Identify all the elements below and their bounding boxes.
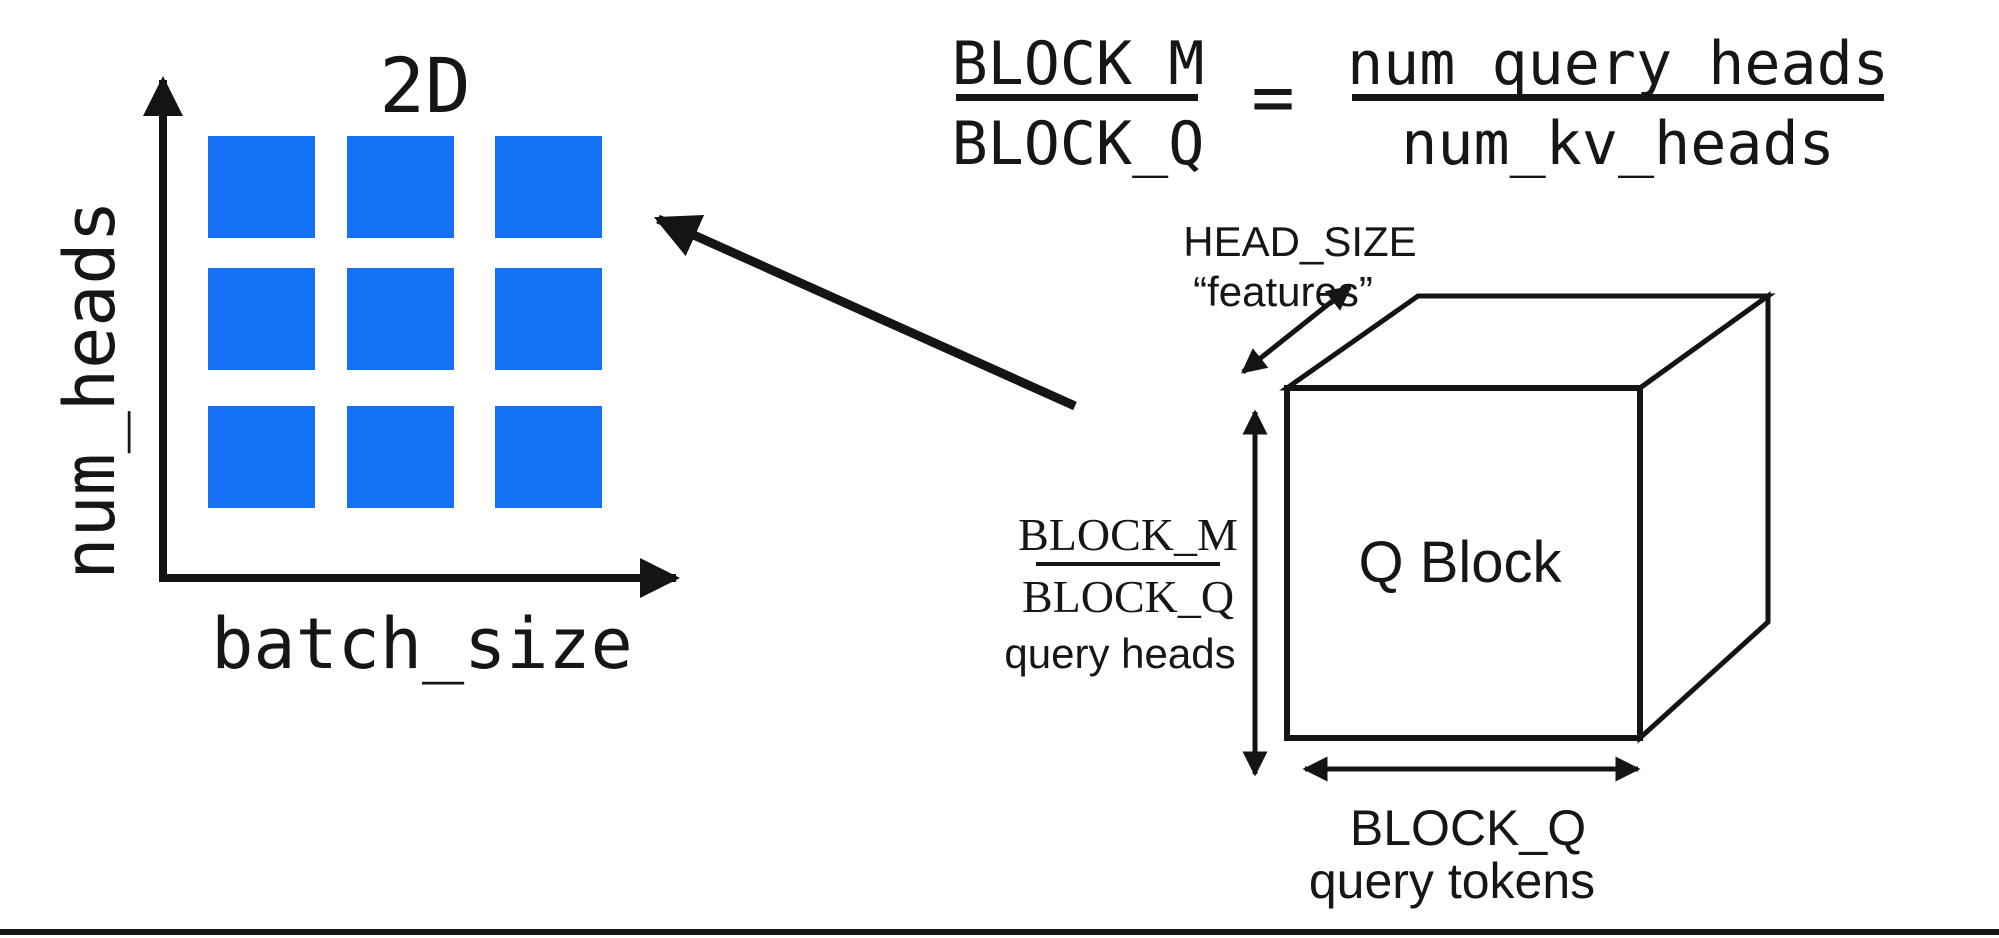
grid-square — [495, 406, 602, 508]
equation-rhs-fraction-bar — [1352, 94, 1884, 101]
width-dimension-name: BLOCK_Q — [1350, 800, 1586, 856]
cube-face-label: Q Block — [1358, 530, 1562, 595]
height-dimension-fraction-bar — [1036, 562, 1220, 566]
q-block-cube: Q Block HEAD_SIZE “features” BLOCK_M BLO… — [1004, 218, 1776, 909]
equation-lhs-numerator: BLOCK_M — [952, 29, 1205, 99]
grid-square — [208, 268, 315, 370]
equation-lhs-fraction-bar — [956, 94, 1198, 101]
equation-equals-sign: = — [1251, 55, 1294, 139]
grid-square — [208, 136, 315, 238]
grid-square — [495, 268, 602, 370]
block-ratio-equation: BLOCK_M BLOCK_Q = num_query_heads num_kv… — [952, 29, 1889, 179]
cube-front-face — [1284, 385, 1643, 741]
grid-square — [347, 136, 454, 238]
x-axis-label: batch_size — [211, 603, 632, 685]
launch-grid-chart: 2D num_heads batch_size — [49, 41, 680, 685]
grid-square — [208, 406, 315, 508]
height-dimension-numerator: BLOCK_M — [1018, 509, 1238, 560]
depth-dimension-arrow — [1241, 285, 1352, 374]
grid-square — [347, 268, 454, 370]
equation-lhs-denominator: BLOCK_Q — [952, 109, 1205, 179]
depth-dimension-name: HEAD_SIZE — [1183, 218, 1416, 265]
height-dimension-denominator: BLOCK_Q — [1022, 571, 1234, 622]
height-dimension-unit: query heads — [1004, 630, 1235, 677]
grid-squares — [208, 136, 602, 508]
depth-dimension-alias: “features” — [1193, 268, 1373, 315]
chart-title: 2D — [379, 41, 471, 130]
equation-rhs-numerator: num_query_heads — [1347, 29, 1889, 99]
cube-to-grid-arrow — [653, 214, 1077, 411]
equation-rhs-denominator: num_kv_heads — [1401, 109, 1834, 179]
y-axis-label: num_heads — [49, 200, 131, 579]
grid-square — [495, 136, 602, 238]
bottom-border-line — [0, 929, 1999, 935]
grid-square — [347, 406, 454, 508]
width-dimension-unit: query tokens — [1309, 853, 1595, 909]
